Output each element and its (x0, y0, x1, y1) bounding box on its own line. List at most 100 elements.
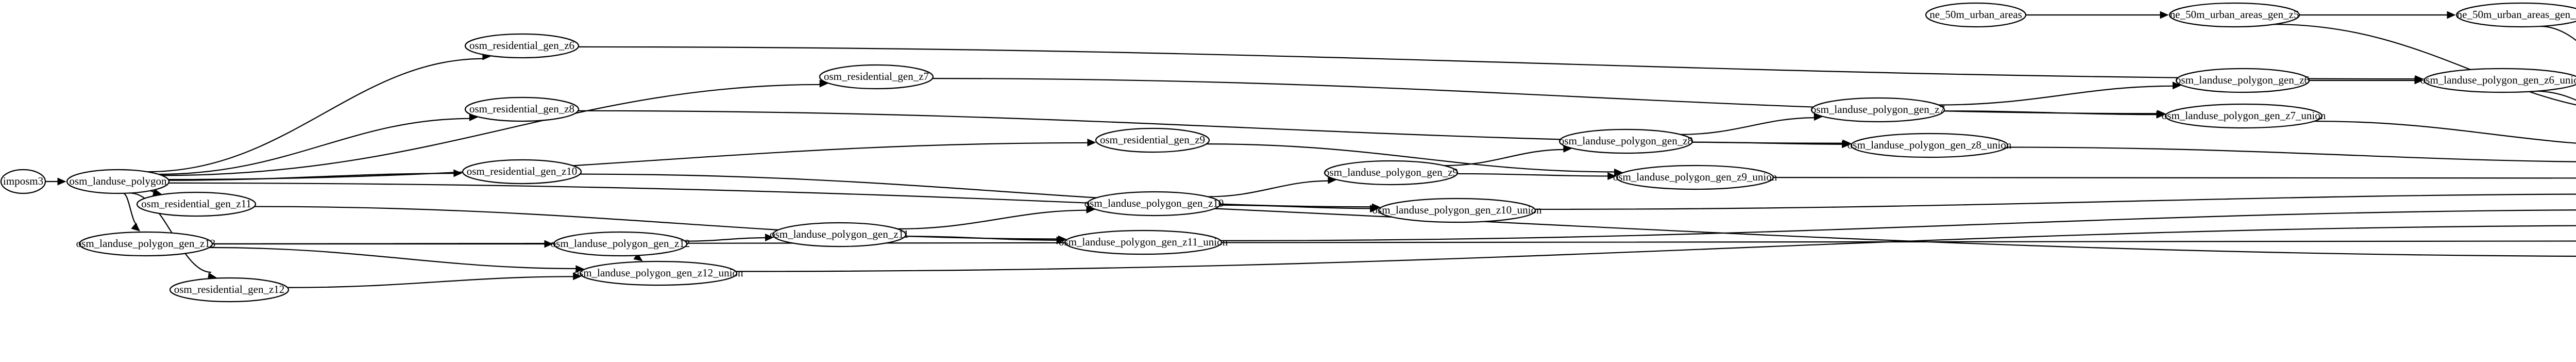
node-osm_landuse_polygon_gen_z8_union[interactable]: osm_landuse_polygon_gen_z8_union (1848, 133, 2012, 158)
node-osm_landuse_polygon_gen_z6[interactable]: osm_landuse_polygon_gen_z6 (2175, 68, 2310, 93)
node-label: osm_landuse_polygon_gen_z7 (1811, 103, 1945, 116)
node-label: osm_residential_gen_z11 (141, 198, 251, 210)
node-label: osm_landuse_polygon_gen_z12_union (574, 267, 743, 279)
node-osm_residential_gen_z6[interactable]: osm_residential_gen_z6 (464, 33, 580, 59)
node-osm_landuse_polygon_gen_z11[interactable]: osm_landuse_polygon_gen_z11 (770, 222, 909, 248)
edge-layer (45, 11, 2576, 288)
node-label: imposm3 (3, 175, 43, 187)
node-osm_residential_gen_z9[interactable]: osm_residential_gen_z9 (1095, 127, 1210, 153)
node-shape (553, 231, 688, 257)
node-label: osm_landuse_polygon_gen_z9 (1324, 166, 1458, 178)
node-label: osm_landuse_polygon_gen_z11 (770, 228, 909, 240)
edge-osm_landuse_polygon_gen_z11-to-osm_landuse_polygon_gen_z10 (897, 209, 1088, 230)
node-osm_residential_gen_z12[interactable]: osm_residential_gen_z12 (169, 277, 290, 303)
edge-arrowhead (57, 177, 66, 186)
node-shape (66, 169, 170, 194)
node-shape (2168, 2, 2300, 28)
node-osm_landuse_polygon_gen_z11_union[interactable]: osm_landuse_polygon_gen_z11_union (1059, 229, 1228, 255)
edge-osm_landuse_polygon_gen_z10_union-to-layer_landuse-z10 (1535, 193, 2576, 210)
edge-arrowhead (1814, 113, 1823, 121)
edge-osm_landuse_polygon_gen_z11-to-osm_landuse_polygon_gen_z11_union (905, 236, 1058, 241)
edge-osm_landuse_polygon_gen_z8_union-to-layer_landuse-z8 (2007, 146, 2576, 162)
node-label: osm_residential_gen_z12 (174, 283, 285, 295)
node-shape (136, 191, 257, 217)
edge-osm_residential_gen_z7-to-osm_landuse_polygon_gen_z7_union (932, 78, 2159, 114)
node-shape (462, 159, 582, 185)
node-osm_residential_gen_z11[interactable]: osm_residential_gen_z11 (136, 191, 257, 217)
node-shape (169, 277, 290, 303)
edge-osm_landuse_polygon-to-osm_residential_gen_z6 (147, 58, 484, 173)
edge-arrowhead (453, 169, 463, 177)
edge-arrowhead (1371, 203, 1381, 211)
node-shape (464, 96, 580, 122)
node-osm_landuse_polygon_gen_z8[interactable]: osm_landuse_polygon_gen_z8 (1558, 128, 1693, 154)
node-shape (1378, 198, 1536, 223)
node-osm_landuse_polygon_gen_z13[interactable]: osm_landuse_polygon_gen_z13 (76, 231, 216, 257)
edge-osm_landuse_polygon_gen_z12-to-osm_landuse_polygon_gen_z11 (685, 237, 767, 242)
edge-osm_landuse_polygon_gen_z12_union-to-layer_landuse-z12 (736, 225, 2576, 272)
node-label: osm_landuse_polygon_gen_z7_union (2162, 109, 2326, 122)
edge-arrowhead (1086, 205, 1095, 213)
edge-osm_landuse_polygon_gen_z13-to-osm_landuse_polygon_gen_z12_union (209, 246, 577, 270)
edge-osm_landuse_polygon-to-osm_residential_gen_z8 (158, 118, 471, 175)
edge-arrowhead (2172, 81, 2181, 90)
node-osm_landuse_polygon_gen_z10[interactable]: osm_landuse_polygon_gen_z10 (1084, 191, 1224, 217)
node-ne_50m_urban_areas[interactable]: ne_50m_urban_areas (1925, 2, 2027, 28)
node-shape (2423, 68, 2576, 93)
node-imposm3[interactable]: imposm3 (0, 169, 46, 194)
edge-osm_residential_gen_z10-to-osm_landuse_polygon_gen_z10_union (580, 173, 1373, 208)
node-ne_50m_urban_areas_gen_z4[interactable]: ne_50m_urban_areas_gen_z4 (2455, 2, 2576, 28)
node-shape (1558, 128, 1693, 154)
edge-osm_landuse_polygon_gen_z10-to-osm_landuse_polygon_gen_z9 (1208, 180, 1329, 198)
node-shape (464, 33, 580, 59)
node-label: ne_50m_urban_areas (1929, 8, 2022, 21)
edge-arrowhead (575, 265, 585, 273)
node-osm_landuse_polygon_gen_z12_union[interactable]: osm_landuse_polygon_gen_z12_union (574, 260, 743, 286)
node-shape (1087, 191, 1222, 217)
node-shape (2175, 68, 2310, 93)
node-shape (78, 231, 213, 257)
node-osm_landuse_polygon_gen_z9_union[interactable]: osm_landuse_polygon_gen_z9_union (1613, 164, 1777, 190)
node-osm_residential_gen_z7[interactable]: osm_residential_gen_z7 (819, 64, 934, 90)
node-osm_residential_gen_z8[interactable]: osm_residential_gen_z8 (464, 96, 580, 122)
node-label: osm_landuse_polygon_gen_z6_union (2420, 74, 2576, 86)
node-osm_residential_gen_z10[interactable]: osm_residential_gen_z10 (462, 159, 582, 185)
node-label: osm_residential_gen_z7 (824, 70, 929, 83)
node-shape (1616, 164, 1774, 190)
edge-arrowhead (819, 79, 828, 88)
edge-osm_landuse_polygon_gen_z9-to-osm_landuse_polygon_gen_z9_union (1457, 173, 1609, 177)
node-osm_landuse_polygon[interactable]: osm_landuse_polygon (66, 169, 170, 194)
node-osm_landuse_polygon_gen_z6_union[interactable]: osm_landuse_polygon_gen_z6_union (2420, 68, 2576, 93)
node-shape (1810, 97, 1945, 123)
node-osm_landuse_polygon_gen_z7[interactable]: osm_landuse_polygon_gen_z7 (1810, 97, 1945, 123)
node-label: osm_landuse_polygon_gen_z11_union (1059, 236, 1228, 248)
node-shape (1925, 2, 2027, 28)
edge-osm_landuse_polygon-to-osm_residential_gen_z7 (162, 84, 821, 176)
edge-osm_landuse_polygon_gen_z11_union-to-layer_landuse-z11 (1221, 209, 2576, 241)
node-osm_landuse_polygon_gen_z9[interactable]: osm_landuse_polygon_gen_z9 (1324, 160, 1459, 186)
edge-osm_landuse_polygon-to-osm_residential_gen_z9 (168, 142, 1089, 180)
node-osm_landuse_polygon_gen_z7_union[interactable]: osm_landuse_polygon_gen_z7_union (2162, 103, 2326, 129)
node-label: osm_landuse_polygon_gen_z8 (1559, 135, 1693, 147)
node-osm_landuse_polygon_gen_z10_union[interactable]: osm_landuse_polygon_gen_z10_union (1372, 198, 1542, 223)
edge-osm_landuse_polygon_gen_z9_union-to-layer_landuse-z9 (1773, 177, 2576, 179)
node-shape (819, 64, 934, 90)
node-label: osm_landuse_polygon_gen_z12 (551, 237, 690, 250)
node-label: osm_landuse_polygon_gen_z9_union (1613, 171, 1777, 183)
node-layer: imposm3 osm_landuse_polygon osm_residentia… (0, 2, 2576, 303)
node-osm_landuse_polygon_gen_z12[interactable]: osm_landuse_polygon_gen_z12 (551, 231, 690, 257)
node-label: osm_residential_gen_z8 (469, 103, 574, 115)
edge-osm_landuse_polygon_gen_z6_union-to-layer_landuse-z6 (2535, 90, 2576, 101)
edge-ne_50m_urban_areas_gen_z4-to-layer_landuse-z4 (2540, 25, 2576, 41)
edge-osm_residential_gen_z6-to-osm_landuse_polygon_gen_z6_union (578, 46, 2416, 80)
edge-arrowhead (2157, 110, 2166, 118)
node-label: osm_residential_gen_z6 (469, 39, 574, 52)
node-ne_50m_urban_areas_gen_z5[interactable]: ne_50m_urban_areas_gen_z5 (2168, 2, 2300, 28)
node-shape (1850, 133, 2009, 158)
node-shape (2164, 103, 2323, 129)
node-label: osm_residential_gen_z10 (467, 165, 578, 177)
node-label: ne_50m_urban_areas_gen_z4 (2457, 8, 2576, 21)
edge-arrowhead (2160, 11, 2169, 19)
node-shape (772, 222, 907, 248)
